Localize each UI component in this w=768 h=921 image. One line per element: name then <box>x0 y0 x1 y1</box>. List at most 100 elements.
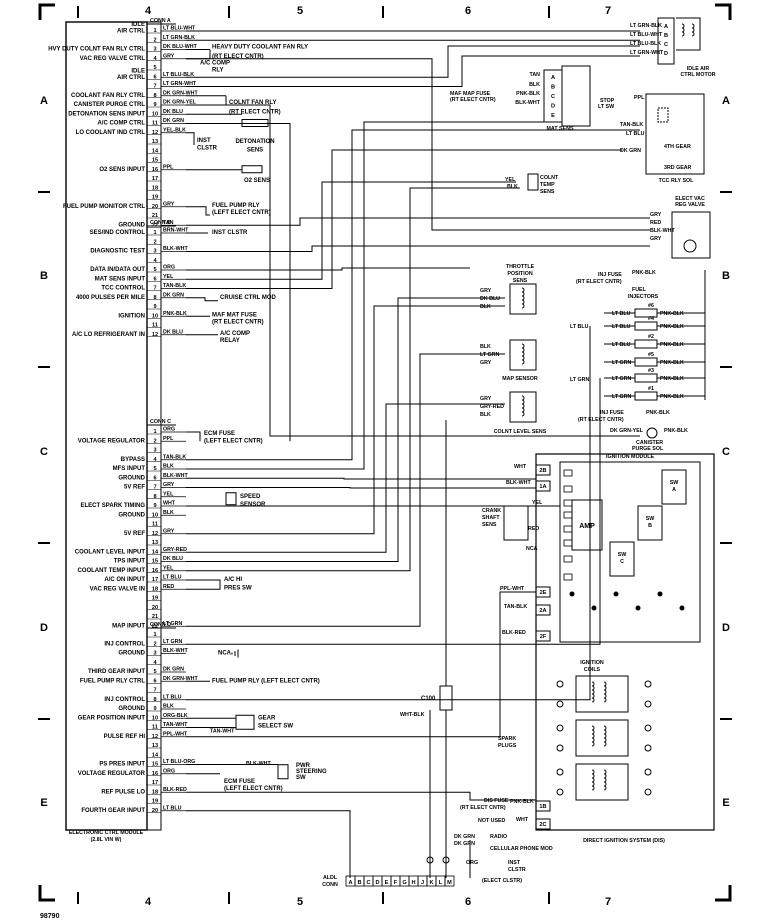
pin-number: 20 <box>152 204 158 210</box>
grid-column-top: 6 <box>465 5 471 17</box>
switch-contact <box>613 591 619 597</box>
map-element <box>521 343 525 349</box>
spark-plug <box>556 724 564 732</box>
inst-cluster-b-label: INST CLSTR <box>212 230 248 236</box>
injectors-label: FUEL <box>632 287 647 293</box>
pin-number: 7 <box>153 688 156 694</box>
pin-function: MAT SENS INPUT <box>95 276 146 282</box>
canister-label: CANISTER <box>636 440 663 446</box>
corner-bracket <box>38 885 55 902</box>
spark-plug <box>556 680 564 688</box>
coil-winding <box>591 741 595 747</box>
wire-color: LT GRN-BLK <box>630 23 662 29</box>
connector-title: CONN B <box>150 220 171 226</box>
wire-color: LT BLU <box>612 342 631 348</box>
speed-sensor-label: SENSOR <box>240 502 266 508</box>
injectors-label: INJECTORS <box>628 294 659 300</box>
pin-number: 3 <box>153 651 156 657</box>
pin-number: 6 <box>153 475 156 481</box>
pin-function: LO COOLANT IND CTRL <box>76 130 146 136</box>
spark-plug <box>644 768 652 776</box>
idle-motor-label: CTRL MOTOR <box>680 72 715 78</box>
ecm-title: ELECTRONIC CTRL MODULE <box>69 830 144 836</box>
wire-color: LT GRN <box>480 352 499 358</box>
wire <box>186 132 195 145</box>
spark-plug <box>556 768 564 776</box>
wire <box>186 149 622 289</box>
wire-color: LT GRN <box>612 394 631 400</box>
map-element <box>521 347 525 353</box>
pin-function: PULSE REF HI <box>104 734 146 740</box>
maf-fuse-label: (RT ELECT CNTR) <box>212 319 264 325</box>
amp-block <box>571 499 603 551</box>
dis-fuse-label: DIS FUSE <box>484 798 509 804</box>
nca-label: NCA <box>218 651 232 657</box>
idle-motor-label: IDLE AIR <box>687 66 710 72</box>
dis-pin-label: 1B <box>539 804 546 810</box>
idle-motor-coil <box>681 23 685 29</box>
coolant-level-sensor <box>509 391 537 423</box>
power-steering-switch <box>277 764 289 780</box>
wire-color: TAN <box>530 72 541 78</box>
wire-color: TAN <box>163 220 174 226</box>
wire-color: DK BLU <box>163 329 183 335</box>
pin-number: 16 <box>152 568 158 574</box>
crank-sensor-label: CRANK <box>482 508 501 514</box>
pin-number: 15 <box>152 158 158 164</box>
corner-bracket <box>715 3 732 20</box>
wire-color: WHT <box>516 817 529 823</box>
coil-winding <box>603 737 607 743</box>
pin-number: 8 <box>153 295 156 301</box>
stop-switch-label: LT SW <box>598 104 614 110</box>
injector-number: #4 <box>648 316 654 322</box>
coolant-level-label: COLNT LEVEL SENS <box>494 429 547 435</box>
module-terminal <box>563 525 573 533</box>
switch-label: SW <box>670 480 679 486</box>
wire-color: LT GRN <box>612 360 631 366</box>
maf-pin: D <box>551 104 555 110</box>
pin-function: GROUND <box>118 512 145 518</box>
coil-winding <box>591 773 595 779</box>
fuel-injector <box>634 391 658 401</box>
pin-function: AIR CTRL <box>117 29 145 35</box>
pin-function: DETONATION SENS INPUT <box>68 111 145 117</box>
crank-sensor-label: SHAFT <box>482 515 500 521</box>
dis-pin-label: 2B <box>539 468 546 474</box>
coil-winding <box>591 729 595 735</box>
wire-color: LT GRN <box>612 376 631 382</box>
grid-row-right: E <box>722 797 729 809</box>
mat-sensor-label: MAT SENS <box>547 126 574 132</box>
fuel-injector <box>634 321 658 331</box>
wire-color: TAN-BLK <box>504 604 527 610</box>
wire-color: GRY <box>480 396 492 402</box>
wire-color: TAN-WHT <box>210 729 235 735</box>
switch-label: SW <box>618 552 627 558</box>
module-terminal <box>563 511 573 519</box>
tps-element <box>521 299 525 305</box>
module-terminal <box>563 539 573 547</box>
third-gear-label: 3RD GEAR <box>664 165 692 171</box>
module-terminal <box>563 573 573 581</box>
wire-color: LT BLU <box>612 311 631 317</box>
grid-row-right: B <box>722 270 730 282</box>
pin-number: 5 <box>153 65 156 71</box>
wire-color: DK GRN <box>163 667 184 673</box>
detonation-sensor-label: SENS <box>247 147 263 153</box>
inst-clstr-label: (ELECT CLSTR) <box>482 878 522 884</box>
pin-function: HVY DUTY COLNT FAN RLY CTRL <box>48 47 145 53</box>
idle-motor-pin: C <box>664 42 668 48</box>
wire-color: GRY <box>163 201 175 207</box>
wire-color: PNK-BLK <box>660 324 684 330</box>
wire <box>186 121 544 470</box>
spark-plug <box>644 744 652 752</box>
pin-number: 10 <box>152 715 158 721</box>
canister-label: PURGE SOL <box>632 446 664 452</box>
vac-valve-label: REG VALVE <box>675 202 705 208</box>
ac-hi-pres-label: PRES SW <box>224 585 252 591</box>
pin-number: 2 <box>153 641 156 647</box>
wire-color: YEL <box>163 274 174 280</box>
map-element <box>521 359 525 365</box>
pin-function: GROUND <box>118 706 145 712</box>
pin-number: 11 <box>152 725 158 731</box>
pin-number: 15 <box>152 762 158 768</box>
